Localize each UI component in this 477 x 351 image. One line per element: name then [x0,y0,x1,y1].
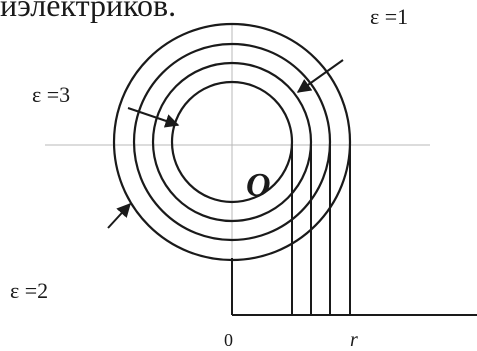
ring-1 [170,80,294,204]
label-eps-3: ε =3 [32,82,70,107]
arrow-eps-2 [107,202,131,229]
label-eps-1: ε =1 [370,4,408,29]
ring-3 [132,42,332,242]
label-eps-2: ε =2 [10,278,48,303]
ring-2 [151,61,313,223]
label-axis-r: r [350,329,358,351]
label-axis-origin: 0 [224,330,233,350]
header-fragment: иэлектриков. [0,0,176,23]
label-center-O: O [246,167,271,204]
arrow-eps-3 [127,107,180,128]
arrow-eps-1 [296,59,344,93]
